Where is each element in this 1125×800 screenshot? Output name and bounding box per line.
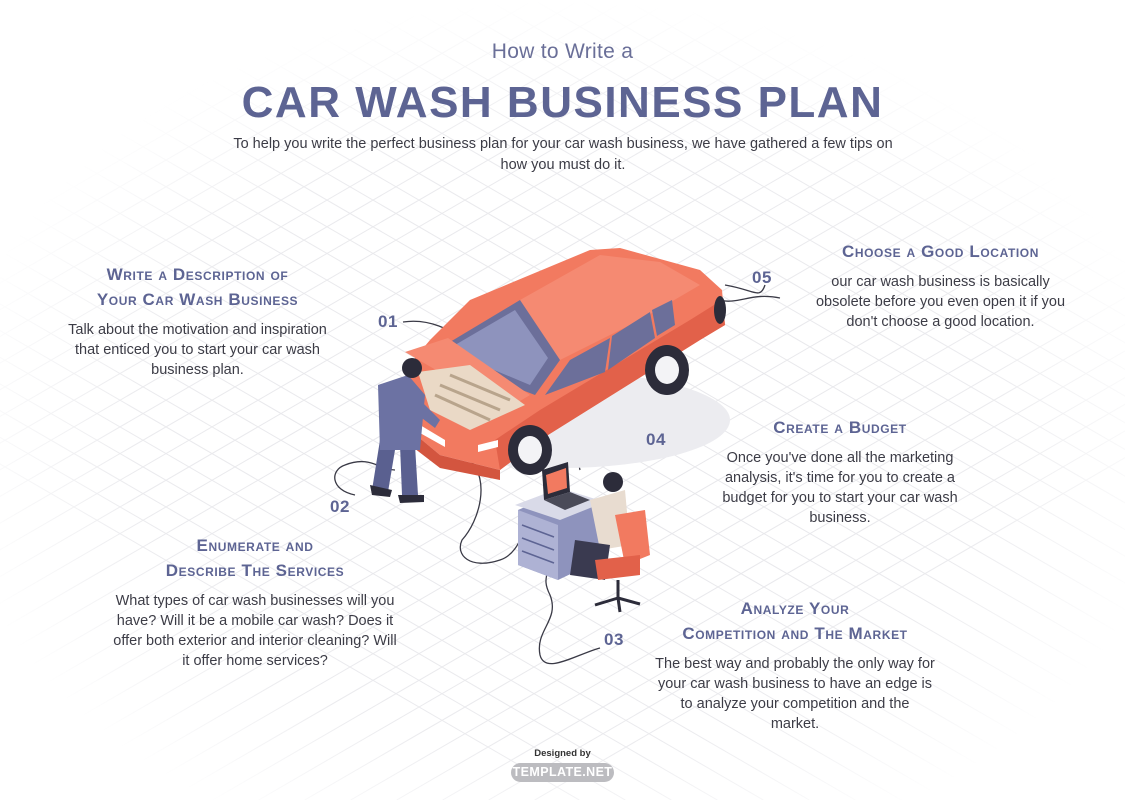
step-03-number: 03 xyxy=(604,630,624,649)
office-worker-figure xyxy=(515,462,650,613)
step-01-body: Talk about the motivation and inspiratio… xyxy=(68,322,327,378)
page-subtitle: How to Write a xyxy=(491,40,634,63)
step-05-number: 05 xyxy=(752,268,772,287)
step-05: Choose a Good Location our car wash busi… xyxy=(803,239,1078,332)
step-03-heading: Analyze Your Competition and The Market xyxy=(655,596,935,646)
step-05-heading: Choose a Good Location xyxy=(803,239,1078,264)
step-01-heading-line2: Your Car Wash Business xyxy=(96,290,299,309)
step-03-heading-line1: Analyze Your xyxy=(740,599,850,618)
step-02-heading-line1: Enumerate and xyxy=(196,536,314,555)
step-02-number: 02 xyxy=(330,497,350,516)
step-05-body: our car wash business is basically obsol… xyxy=(815,274,1066,330)
step-03-heading-line2: Competition and The Market xyxy=(682,624,908,643)
step-01: Write a Description of Your Car Wash Bus… xyxy=(55,262,340,380)
car-icon xyxy=(405,248,726,480)
step-04-heading-line1: Create a Budget xyxy=(773,418,907,437)
step-02-heading-line2: Describe The Services xyxy=(165,561,345,580)
step-04-number: 04 xyxy=(646,430,666,449)
step-01-number: 01 xyxy=(378,312,398,331)
step-01-heading-line1: Write a Description of xyxy=(106,265,289,284)
mechanic-figure xyxy=(370,358,440,503)
intro-text: To help you write the perfect business p… xyxy=(233,136,893,173)
step-02: Enumerate and Describe The Services What… xyxy=(110,533,400,671)
step-04: Create a Budget Once you've done all the… xyxy=(705,415,975,528)
step-05-heading-line1: Choose a Good Location xyxy=(841,242,1040,261)
step-03: Analyze Your Competition and The Market … xyxy=(655,596,935,734)
step-01-heading: Write a Description of Your Car Wash Bus… xyxy=(55,262,340,312)
template-net-logo[interactable]: TEMPLATE.NET xyxy=(511,763,614,782)
designed-by-label: Designed by xyxy=(534,748,591,759)
page-title: CAR WASH BUSINESS PLAN xyxy=(241,78,884,127)
step-02-body: What types of car wash businesses will y… xyxy=(113,593,397,669)
step-04-body: Once you've done all the marketing analy… xyxy=(722,450,958,526)
step-03-body: The best way and probably the only way f… xyxy=(655,656,935,732)
step-02-heading: Enumerate and Describe The Services xyxy=(110,533,400,583)
step-04-heading: Create a Budget xyxy=(705,415,975,440)
